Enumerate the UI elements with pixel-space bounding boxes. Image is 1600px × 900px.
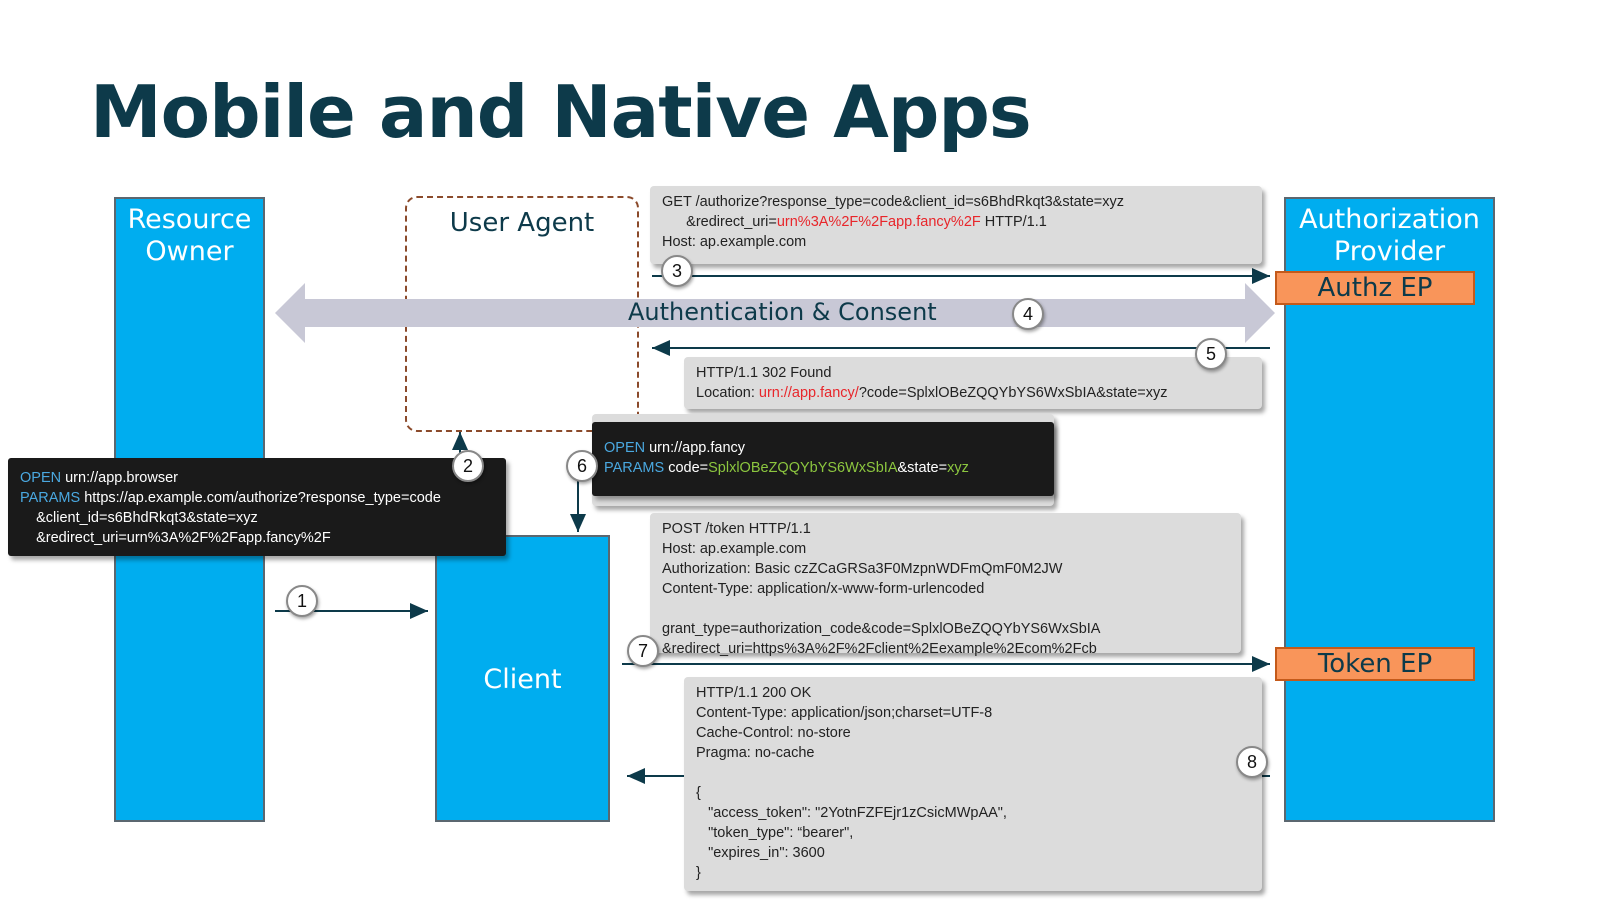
token-request-line4: Content-Type: application/x-www-form-url…	[662, 581, 985, 597]
open-app-code-value: SplxlOBeZQQYbYS6WxSbIA	[708, 460, 898, 476]
open-browser-keyword-params: PARAMS	[20, 490, 81, 506]
open-browser-line3: &client_id=s6BhdRkqt3&state=xyz	[20, 510, 258, 526]
open-browser-command-box: OPEN urn://app.browser PARAMS https://ap…	[8, 458, 506, 556]
token-request-box: POST /token HTTP/1.1 Host: ap.example.co…	[650, 513, 1241, 657]
token-response-line4: Pragma: no-cache	[696, 745, 815, 761]
token-response-line10: }	[696, 865, 701, 881]
client-lane	[435, 535, 610, 822]
open-app-code-label: code=	[664, 460, 709, 476]
step-7-marker: 7	[627, 635, 659, 667]
open-app-keyword-open: OPEN	[604, 440, 646, 456]
token-request-line2: Host: ap.example.com	[662, 541, 807, 557]
authorize-request-line2-suffix: HTTP/1.1	[980, 214, 1047, 230]
step-1-marker: 1	[286, 585, 318, 617]
open-browser-line2: https://ap.example.com/authorize?respons…	[80, 490, 441, 506]
step-3-marker: 3	[661, 255, 693, 287]
step-4-marker: 4	[1012, 298, 1044, 330]
token-request-line1: POST /token HTTP/1.1	[662, 521, 811, 537]
step-8-marker: 8	[1236, 746, 1268, 778]
token-request-line6: grant_type=authorization_code&code=Splxl…	[662, 621, 1101, 637]
redirect-response-box: HTTP/1.1 302 Found Location: urn://app.f…	[684, 357, 1262, 409]
token-response-line7: "access_token": "2YotnFZFEjr1zCsicMWpAA"…	[696, 805, 1007, 821]
step-2-marker: 2	[452, 450, 484, 482]
redirect-response-location: urn://app.fancy/	[758, 385, 859, 401]
open-app-line1: urn://app.fancy	[645, 440, 746, 456]
authorize-request-line3: Host: ap.example.com	[662, 234, 807, 250]
token-request-line7: &redirect_uri=https%3A%2F%2Fclient%2Eexa…	[662, 641, 1097, 657]
token-response-line8: "token_type": “bearer",	[696, 825, 854, 841]
open-browser-line4: &redirect_uri=urn%3A%2F%2Fapp.fancy%2F	[20, 530, 331, 546]
token-response-box: HTTP/1.1 200 OK Content-Type: applicatio…	[684, 677, 1262, 891]
token-response-line1: HTTP/1.1 200 OK	[696, 685, 812, 701]
user-agent-label: User Agent	[449, 208, 595, 238]
step-5-marker: 5	[1195, 338, 1227, 370]
client-label: Client	[483, 664, 562, 695]
auth-consent-label: Authentication & Consent	[628, 298, 937, 326]
token-response-line9: "expires_in": 3600	[696, 845, 825, 861]
open-browser-keyword-open: OPEN	[20, 470, 62, 486]
redirect-response-line2-suffix: ?code=SplxlOBeZQQYbYS6WxSbIA&state=xyz	[858, 385, 1168, 401]
token-request-line3: Authorization: Basic czZCaGRSa3F0MzpnWDF…	[662, 561, 1063, 577]
slide-title: Mobile and Native Apps	[90, 70, 1032, 154]
redirect-response-line1: HTTP/1.1 302 Found	[696, 365, 832, 381]
open-app-keyword-params: PARAMS	[604, 460, 665, 476]
redirect-response-line2-prefix: Location:	[696, 385, 759, 401]
token-response-line2: Content-Type: application/json;charset=U…	[696, 705, 993, 721]
open-browser-line1: urn://app.browser	[61, 470, 178, 486]
authorize-request-redirect-uri: urn%3A%2F%2Fapp.fancy%2F	[776, 214, 981, 230]
token-endpoint: Token EP	[1275, 647, 1475, 681]
authorize-request-line1: GET /authorize?response_type=code&client…	[662, 194, 1125, 210]
resource-owner-label: Resource Owner	[127, 204, 252, 267]
authz-endpoint: Authz EP	[1275, 271, 1475, 305]
open-app-state-label: &state=	[897, 460, 948, 476]
open-app-command-box: OPEN urn://app.fancy PARAMS code=SplxlOB…	[592, 422, 1054, 496]
authorization-provider-label: Authorization Provider	[1299, 204, 1480, 267]
authorize-request-box: GET /authorize?response_type=code&client…	[650, 186, 1262, 264]
authorize-request-line2-prefix: &redirect_uri=	[662, 214, 777, 230]
open-app-state-value: xyz	[947, 460, 969, 476]
token-response-line6: {	[696, 785, 701, 801]
token-response-line3: Cache-Control: no-store	[696, 725, 851, 741]
step-6-marker: 6	[566, 450, 598, 482]
